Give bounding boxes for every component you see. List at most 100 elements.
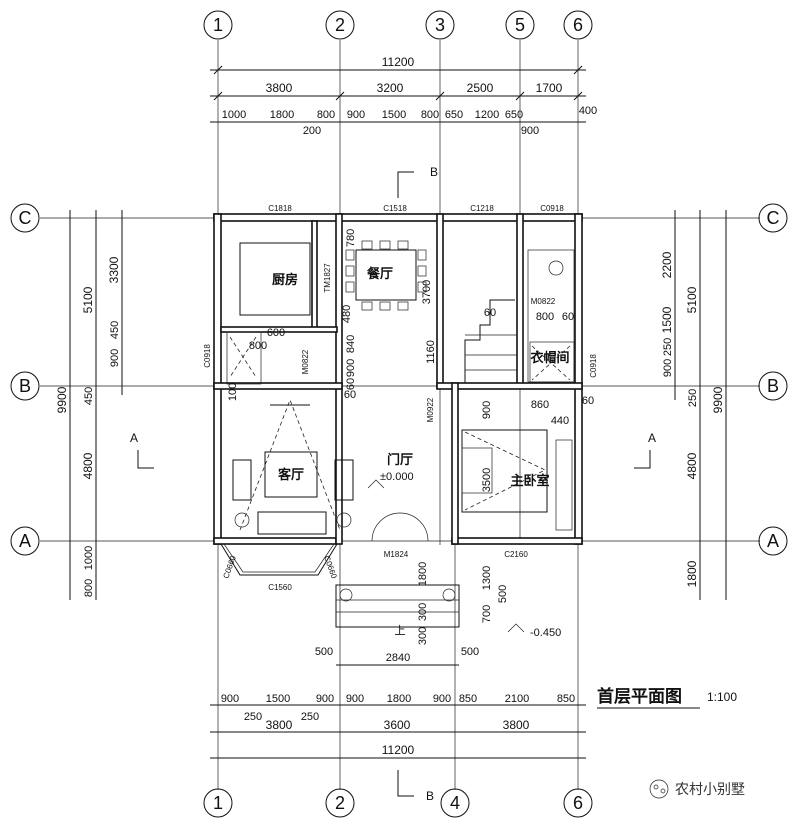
dim-int-840: 840 [345, 335, 357, 353]
drawing-title: 首层平面图 [597, 686, 682, 706]
dim-int-900b: 900 [481, 401, 493, 419]
grid-bubble-bottom-2: 2 [335, 793, 345, 813]
dim-int-480: 480 [341, 305, 353, 323]
dim-right-250: 250 [687, 389, 699, 407]
dim-right-1500: 1500 [660, 306, 674, 333]
dim-top-650b: 650 [505, 109, 523, 121]
grid-bubble-right-b: B [767, 376, 779, 396]
bottom-grid-bubbles: 1 2 4 6 [203, 788, 593, 818]
code-m0822-left: M0822 [301, 349, 310, 374]
section-label-a-left: A [130, 431, 138, 445]
section-label-a-right: A [648, 431, 656, 445]
dim-int-780: 780 [345, 229, 357, 247]
grid-bubble-right-c: C [767, 208, 780, 228]
staircase: 衣帽间 [464, 249, 575, 383]
dim-left-450: 450 [83, 387, 95, 405]
right-grid-bubbles: C B A [758, 203, 788, 556]
code-m0922: M0922 [426, 397, 435, 422]
dim-bottom-900b: 900 [316, 693, 334, 705]
dim-top-800b: 800 [421, 109, 439, 121]
code-tm1827: TM1827 [323, 263, 332, 293]
dim-bottom-2100: 2100 [505, 693, 529, 705]
top-grid-bubbles: 1 2 3 5 6 [203, 10, 593, 40]
grid-bubble-right-a: A [767, 531, 779, 551]
bay-window [220, 543, 338, 576]
section-markers: B B A A [130, 165, 656, 803]
dim-top-3800: 3800 [266, 81, 293, 95]
grid-bubble-left-a: A [19, 531, 31, 551]
left-dimensions: 9900 5100 450 4800 1000 800 3300 450 900 [55, 210, 123, 600]
dim-porch-2840: 2840 [386, 652, 410, 664]
code-m1824: M1824 [384, 550, 409, 559]
kitchen: 厨房 [226, 242, 311, 385]
dim-right-5100: 5100 [685, 286, 699, 313]
dim-bottom-1800: 1800 [387, 693, 411, 705]
code-c1218: C1218 [470, 204, 494, 213]
dim-top-800a: 800 [317, 109, 335, 121]
room-label-kitchen: 厨房 [272, 272, 298, 287]
dim-bottom-3800a: 3800 [266, 718, 293, 732]
dim-int-3500: 3500 [481, 468, 493, 492]
grid-bubble-bottom-4: 4 [450, 793, 460, 813]
dim-bottom-850b: 850 [557, 693, 575, 705]
dim-int-60b: 60 [484, 307, 496, 319]
room-label-foyer: 门厅 [387, 452, 413, 467]
dim-left-1000: 1000 [83, 546, 95, 570]
dim-bottom-overall: 11200 [382, 743, 415, 757]
grid-bubble-bottom-1: 1 [213, 793, 223, 813]
dim-right-overall: 9900 [711, 386, 725, 413]
code-c0660-right: C0660 [322, 555, 339, 581]
dim-right-250b: 250 [662, 338, 674, 356]
dim-right-900: 900 [662, 359, 674, 377]
code-c0918-right: C0918 [589, 354, 598, 378]
dim-top-overall: 11200 [382, 55, 415, 69]
grid-bubble-left-b: B [19, 376, 31, 396]
master-bedroom: 主卧室 [461, 429, 573, 531]
dim-left-900: 900 [109, 349, 121, 367]
dim-bottom-900a: 900 [221, 693, 239, 705]
watermark: 农村小别墅 [649, 779, 745, 799]
dim-int-800b: 800 [536, 311, 554, 323]
grid-bubble-top-6: 6 [573, 15, 583, 35]
bottom-dimensions: 900 1500 900 900 1800 900 850 2100 850 2… [210, 693, 586, 759]
room-label-cloakroom: 衣帽间 [530, 350, 569, 365]
section-label-b-top: B [430, 165, 438, 179]
dim-int-300b: 300 [417, 627, 429, 645]
dim-top-650a: 650 [445, 109, 463, 121]
foyer: 门厅 ±0.000 [367, 452, 429, 542]
grid-bubble-top-2: 2 [335, 15, 345, 35]
code-c1518: C1518 [383, 204, 407, 213]
dim-int-1160: 1160 [425, 340, 437, 364]
dim-right-2200: 2200 [660, 251, 674, 278]
outdoor-elevation: -0.450 [530, 627, 561, 639]
dim-bottom-850a: 850 [459, 693, 477, 705]
walls [213, 213, 583, 545]
dim-left-450b: 450 [109, 321, 121, 339]
dim-int-1300: 1300 [481, 566, 493, 590]
dim-int-60c: 60 [562, 311, 574, 323]
dim-top-2500: 2500 [467, 81, 494, 95]
code-c0918-top: C0918 [540, 204, 564, 213]
dim-top-1200: 1200 [475, 109, 499, 121]
dim-left-overall: 9900 [55, 386, 69, 413]
dim-bottom-3600: 3600 [384, 718, 411, 732]
dim-right-1800: 1800 [685, 560, 699, 587]
dim-int-1800: 1800 [417, 562, 429, 586]
title-block: 首层平面图 1:100 [597, 686, 737, 709]
grid-bubble-top-5: 5 [515, 15, 525, 35]
dim-top-200: 200 [303, 125, 321, 137]
floor-elevation: ±0.000 [380, 471, 414, 483]
dim-left-800: 800 [83, 579, 95, 597]
dim-top-1700: 1700 [536, 81, 563, 95]
grid-bubble-left-c: C [19, 208, 32, 228]
living-room: 客厅 [232, 398, 354, 535]
dim-int-860: 860 [531, 399, 549, 411]
watermark-text: 农村小别墅 [675, 781, 745, 797]
code-c2160: C2160 [504, 550, 528, 559]
dim-int-900a: 900 [345, 359, 357, 377]
code-m0822-right: M0822 [531, 297, 556, 306]
dim-left-3300: 3300 [107, 256, 121, 283]
dim-top-400: 400 [579, 105, 597, 117]
dim-int-60a: 60 [345, 378, 357, 390]
